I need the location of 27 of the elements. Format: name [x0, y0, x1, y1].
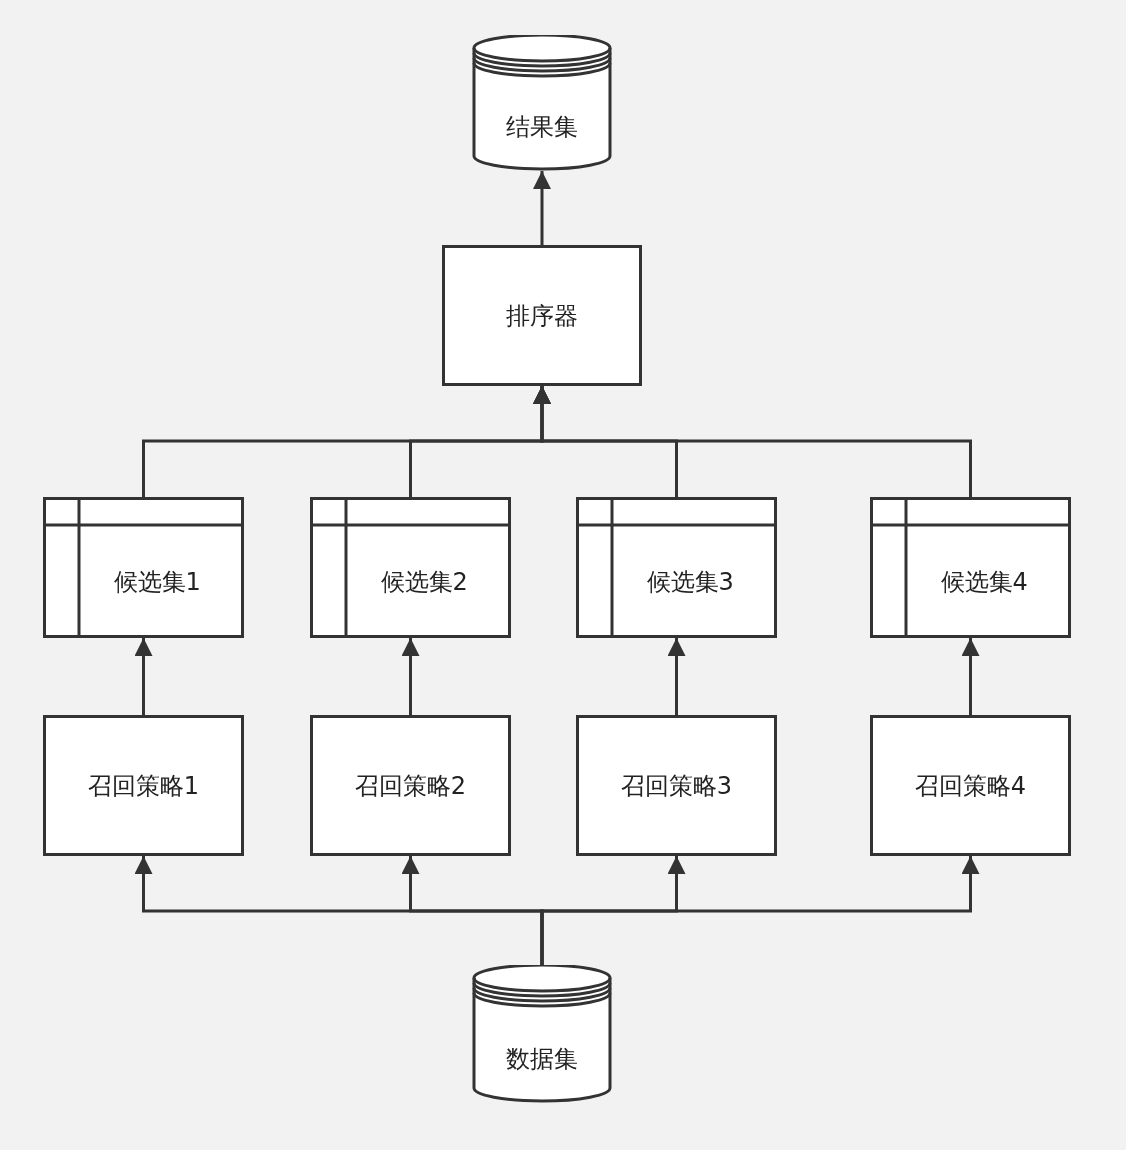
arrow [401, 638, 420, 715]
node-label: 召回策略4 [914, 770, 1027, 802]
node-label: 候选集2 [380, 567, 468, 599]
node-label: 结果集 [506, 112, 578, 144]
node-label: 候选集1 [113, 567, 201, 599]
arrow [667, 638, 686, 715]
node-label: 候选集3 [646, 567, 734, 599]
process-box [43, 715, 244, 856]
node-label: 召回策略3 [620, 770, 733, 802]
process-box [310, 715, 511, 856]
arrow [961, 638, 980, 715]
node-label: 排序器 [506, 300, 578, 332]
arrow [540, 856, 980, 965]
table-box [43, 497, 244, 638]
table-box [310, 497, 511, 638]
arrow [134, 638, 153, 715]
node-label: 召回策略2 [354, 770, 467, 802]
arrow [533, 386, 972, 497]
node-label: 候选集4 [940, 567, 1028, 599]
arrow [533, 171, 551, 245]
node-label: 召回策略1 [87, 770, 200, 802]
process-box [442, 245, 642, 386]
process-box [870, 715, 1071, 856]
table-box [576, 497, 777, 638]
table-box [870, 497, 1071, 638]
node-label: 数据集 [506, 1043, 578, 1075]
process-box [576, 715, 777, 856]
